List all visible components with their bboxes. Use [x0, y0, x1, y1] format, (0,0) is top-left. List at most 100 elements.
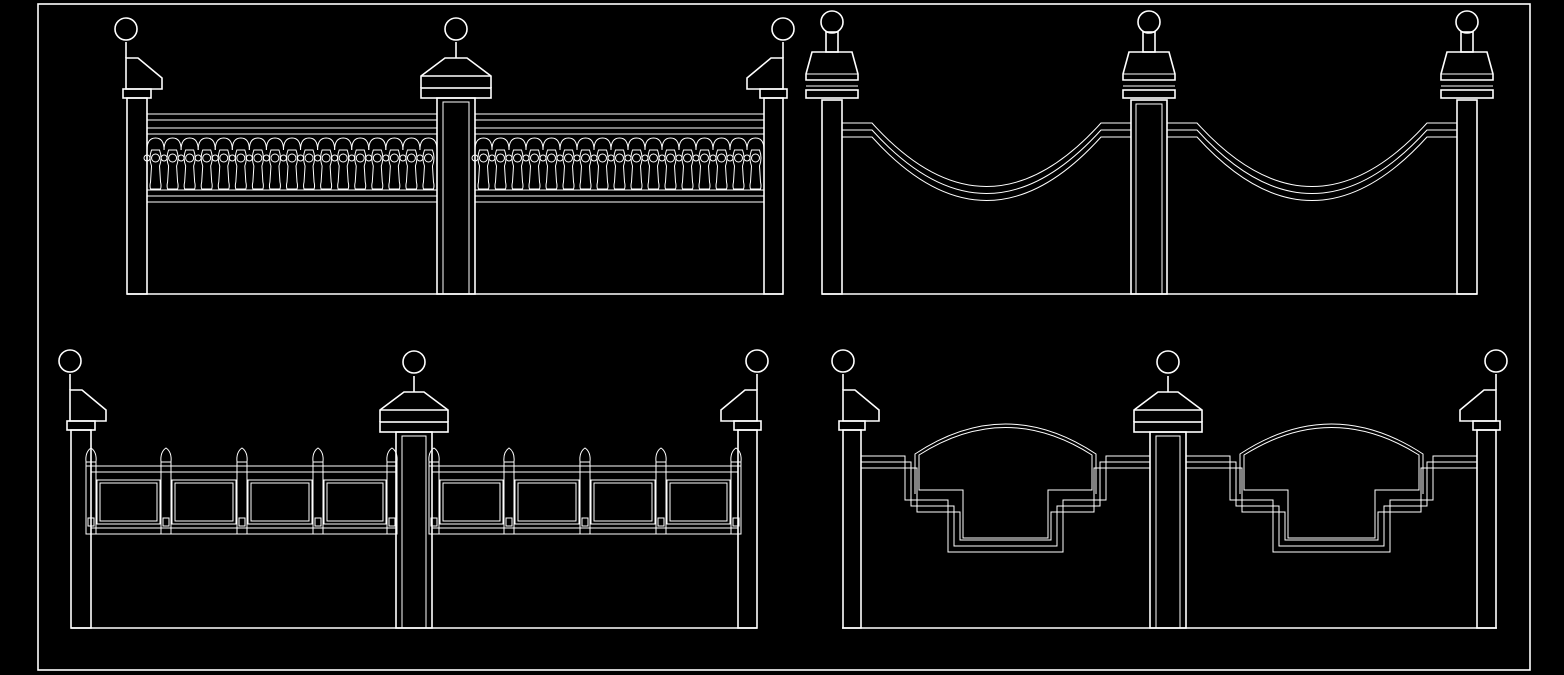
- arcade-arch: [610, 137, 629, 151]
- baluster-ring: [270, 153, 280, 163]
- arcade-rosette: [211, 154, 219, 162]
- stepped-outline: [1186, 461, 1477, 547]
- arcade-arch: [525, 137, 544, 151]
- baluster-ring: [287, 153, 297, 163]
- finial-ball: [831, 349, 855, 373]
- lattice-frame: [96, 479, 161, 525]
- baluster-ring: [168, 153, 178, 163]
- stepped-outline: [861, 467, 1150, 541]
- spear-finial: [236, 447, 248, 466]
- end-post: [126, 97, 148, 295]
- baluster: [354, 149, 367, 190]
- finial-ball: [1156, 350, 1180, 374]
- baluster: [732, 149, 745, 190]
- arcade-arch: [265, 137, 284, 151]
- arcade-arch: [695, 137, 714, 151]
- fence-swag-elevation: [805, 10, 1494, 295]
- arcade-arch: [508, 137, 527, 151]
- mullion-block: [87, 517, 95, 527]
- mullion-block: [388, 517, 396, 527]
- lattice-panel: [99, 482, 158, 522]
- arcade-arch: [214, 137, 233, 151]
- finial-stem: [1460, 31, 1474, 53]
- post-roof: [1459, 389, 1497, 422]
- arcade-rosette: [331, 154, 339, 162]
- baluster-ring: [372, 153, 382, 163]
- arcade-rosette: [709, 154, 717, 162]
- arcade-arch: [231, 137, 250, 151]
- arcade-rosette: [607, 154, 615, 162]
- post-cap: [122, 88, 152, 99]
- arcade-arch: [729, 137, 748, 151]
- arcade-arch: [474, 137, 493, 151]
- arcade-arch: [576, 137, 595, 151]
- arcade-arch: [559, 137, 578, 151]
- arcade-rosette: [177, 154, 185, 162]
- baluster-ring: [304, 153, 314, 163]
- arcade-rosette: [245, 154, 253, 162]
- arcade-rosette: [590, 154, 598, 162]
- finial-stem: [1142, 31, 1156, 53]
- swag-rail: [842, 129, 1131, 194]
- baluster: [303, 149, 316, 190]
- finial-ball: [820, 10, 844, 34]
- baluster-ring: [338, 153, 348, 163]
- lattice-panel: [517, 482, 577, 522]
- baluster-ring: [185, 153, 195, 163]
- mullion-block: [238, 517, 246, 527]
- swag-rail: [842, 136, 1131, 201]
- post-roof: [379, 391, 449, 422]
- arcade-arch: [419, 137, 438, 151]
- mullion: [85, 465, 97, 535]
- center-post: [395, 431, 433, 629]
- mullion: [503, 465, 515, 535]
- baluster: [405, 149, 418, 190]
- fence-balustrade-elevation: [114, 17, 795, 295]
- mullion: [160, 465, 172, 535]
- post-roof: [69, 389, 107, 422]
- arcade-rosette: [522, 154, 530, 162]
- baluster: [200, 149, 213, 190]
- baluster: [251, 149, 264, 190]
- swag-rail: [1167, 136, 1457, 201]
- arcade-rosette: [228, 154, 236, 162]
- post-roof: [420, 57, 492, 88]
- crest-outline: [1239, 423, 1424, 494]
- mullion-block: [581, 517, 589, 527]
- baluster-ring: [513, 153, 522, 163]
- baluster-ring: [581, 153, 590, 163]
- spear-finial: [655, 447, 667, 466]
- baluster-ring: [479, 153, 488, 163]
- baluster-ring: [389, 153, 399, 163]
- mullion: [236, 465, 248, 535]
- mullion-block: [732, 517, 740, 527]
- finial-ball: [444, 17, 468, 41]
- baluster: [320, 149, 333, 190]
- post-cap: [805, 51, 859, 81]
- baluster: [388, 149, 401, 190]
- arcade-rosette: [143, 154, 151, 162]
- arcade-rosette: [556, 154, 564, 162]
- post-cap: [1122, 51, 1176, 81]
- arcade-rosette: [488, 154, 496, 162]
- arcade-arch: [542, 137, 561, 151]
- arcade-rosette: [624, 154, 632, 162]
- baluster-ring: [649, 153, 658, 163]
- baluster: [630, 149, 643, 190]
- arcade-arch: [627, 137, 646, 151]
- center-post-inner: [401, 435, 427, 629]
- lattice-frame: [666, 479, 731, 525]
- arcade-arch: [197, 137, 216, 151]
- lattice-panel: [250, 482, 310, 522]
- swag-rail: [842, 122, 1131, 187]
- mullion-block: [162, 517, 170, 527]
- finial-ball: [402, 350, 426, 374]
- swag-rail: [1167, 129, 1457, 194]
- post-collar: [805, 89, 859, 99]
- lattice-frame: [247, 479, 313, 525]
- baluster-ring: [202, 153, 212, 163]
- arcade-rosette: [382, 154, 390, 162]
- mullion: [428, 465, 440, 535]
- drawing-border: [37, 3, 1531, 671]
- arcade-rosette: [365, 154, 373, 162]
